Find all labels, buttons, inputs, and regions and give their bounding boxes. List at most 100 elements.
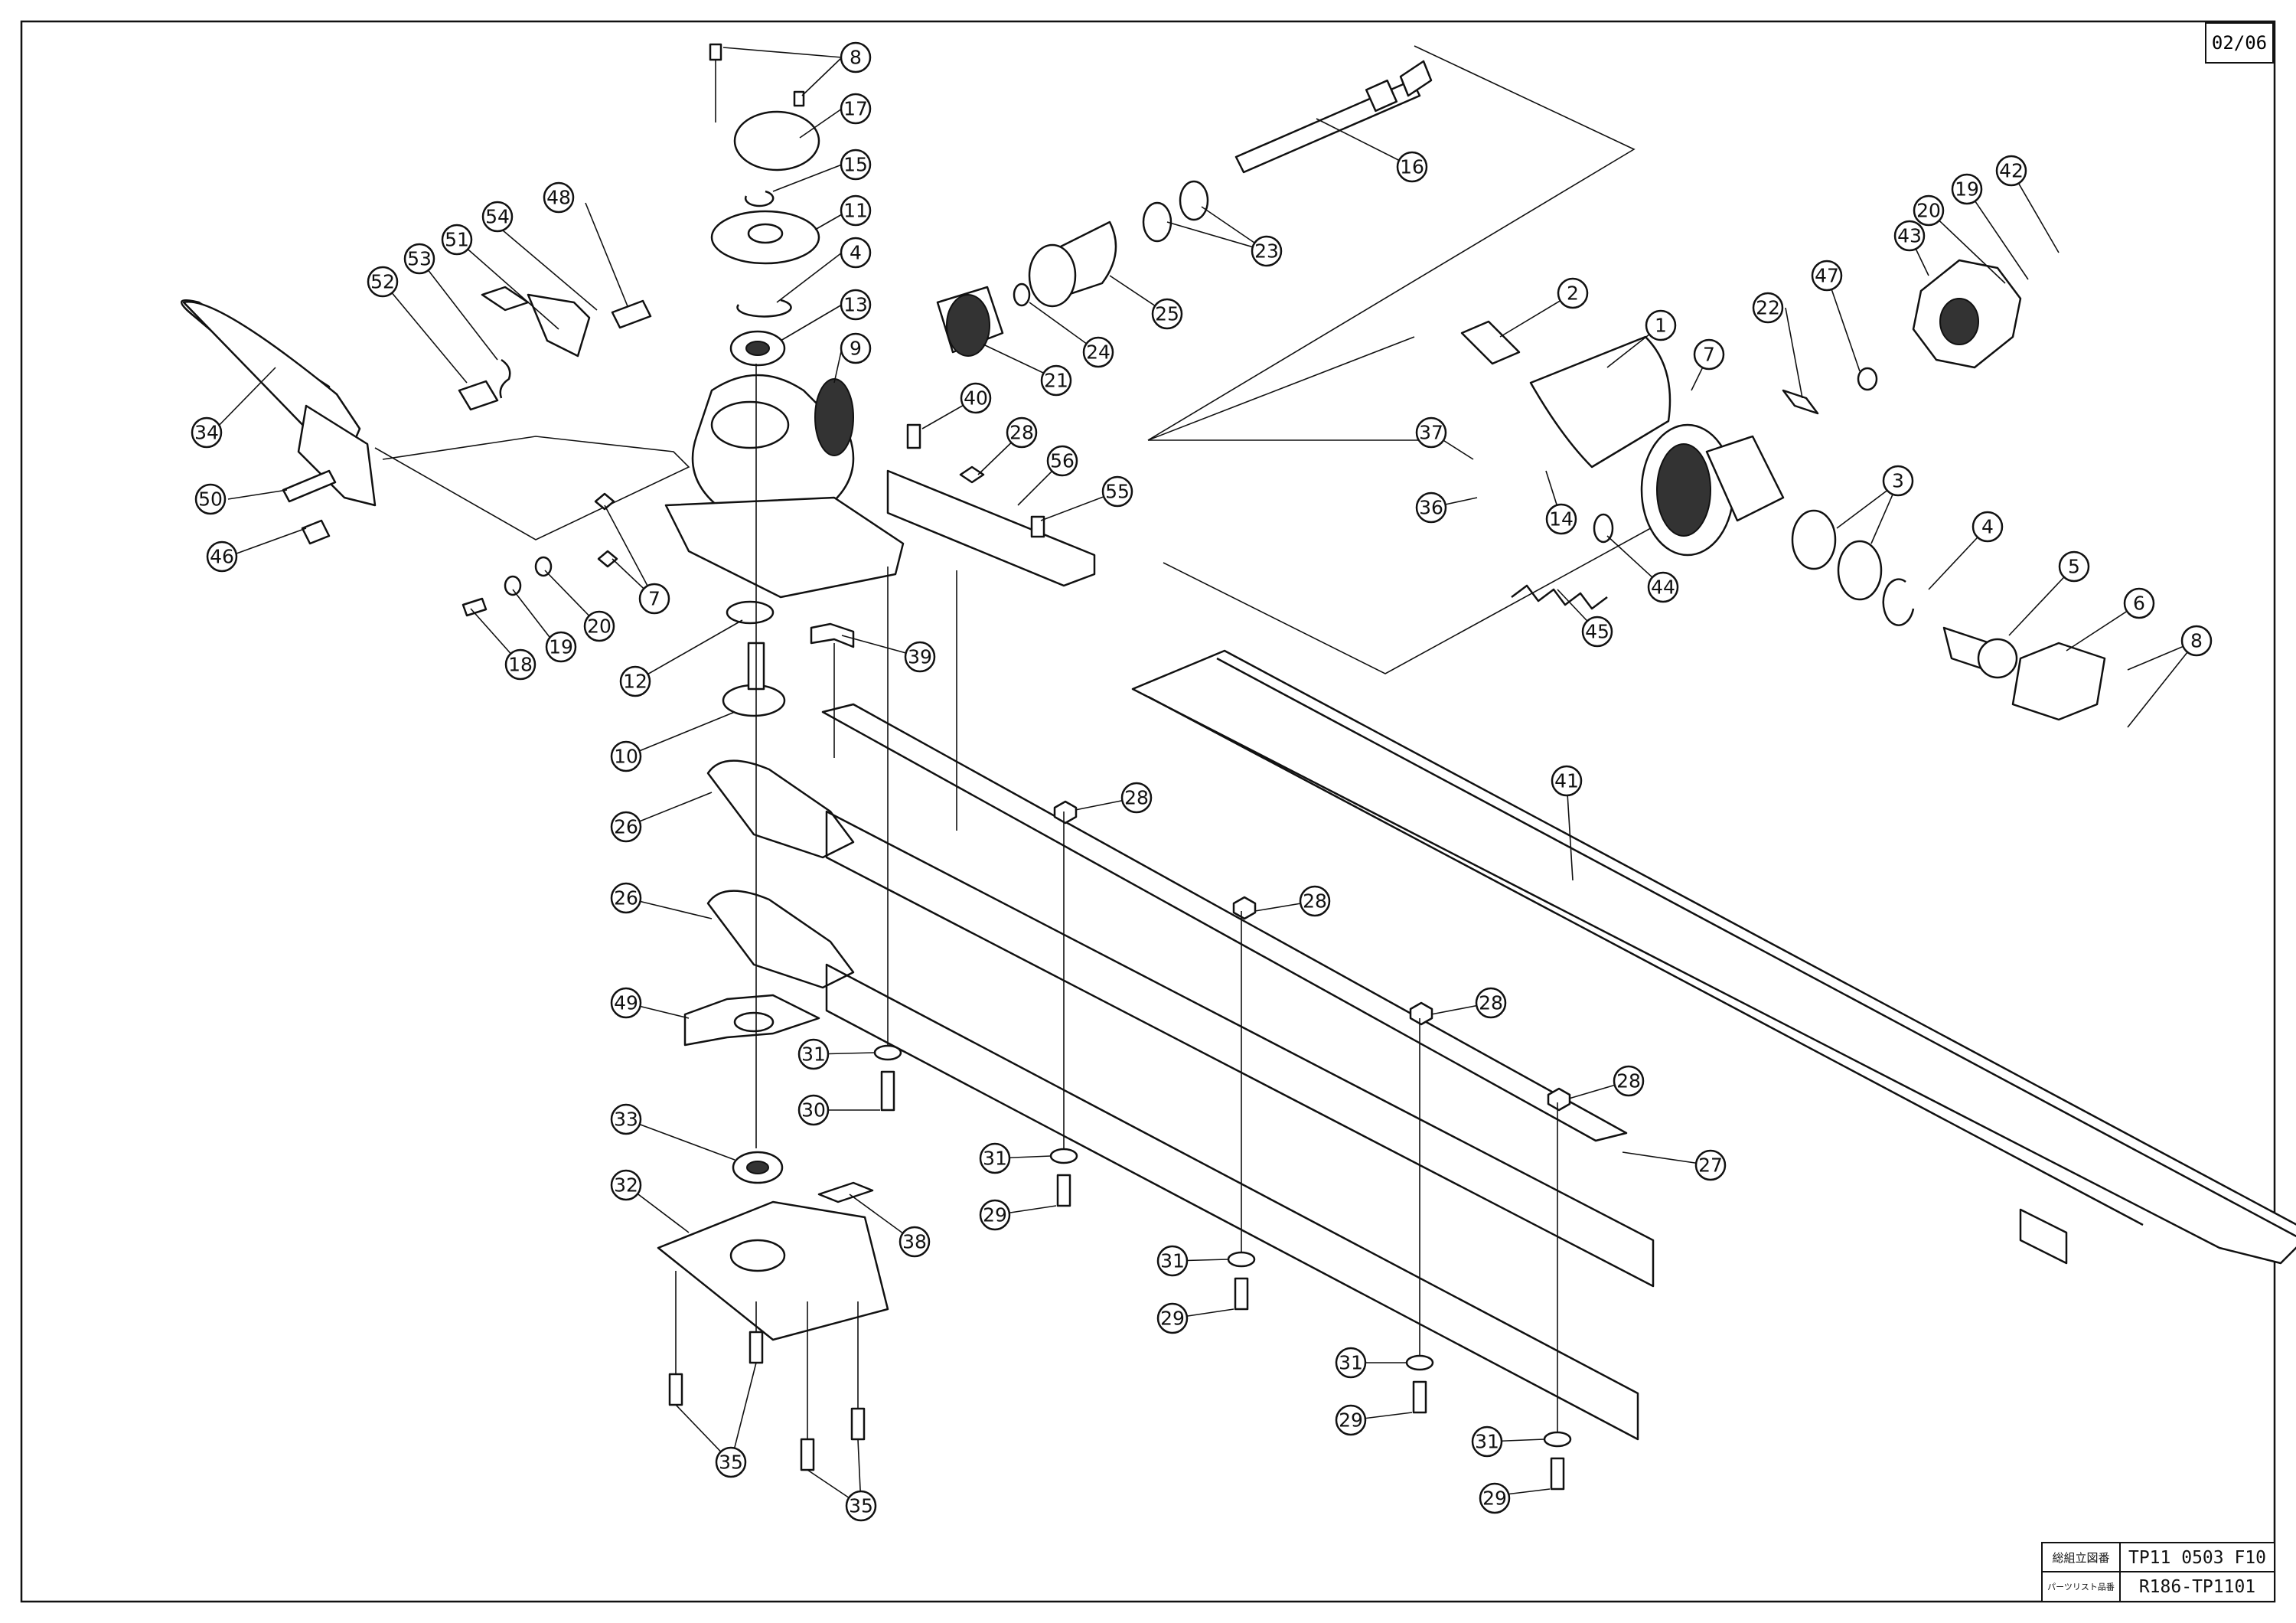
svg-text:28: 28 [1479,992,1503,1014]
svg-text:29: 29 [983,1204,1007,1226]
svg-text:45: 45 [1585,621,1609,643]
page-number: 02/06 [2212,32,2267,54]
svg-text:49: 49 [614,992,638,1014]
svg-text:53: 53 [407,248,432,270]
assembly-number-value: TP11 0503 F10 [2128,1548,2266,1568]
part-geometry [181,43,2296,1491]
callout-3: 3 [1882,465,1914,497]
callout-6: 6 [2123,587,2155,619]
callout-31: 31 [1471,1425,1503,1458]
callout-53: 53 [403,243,435,275]
callout-29: 29 [1156,1302,1189,1334]
callout-31: 31 [979,1142,1011,1174]
callout-11: 11 [840,194,872,227]
callout-40: 40 [960,382,992,414]
callout-26: 26 [610,811,642,843]
svg-text:20: 20 [1916,200,1941,222]
svg-text:50: 50 [198,488,223,511]
callout-43: 43 [1893,220,1926,252]
callout-24: 24 [1082,336,1114,368]
callout-55: 55 [1101,475,1133,508]
drawing-frame [20,20,2276,1603]
callout-31: 31 [797,1038,830,1070]
svg-text:56: 56 [1050,450,1075,472]
callout-8: 8 [2180,625,2213,657]
svg-text:28: 28 [1303,890,1327,913]
svg-text:16: 16 [1400,156,1424,178]
svg-text:14: 14 [1549,508,1574,531]
svg-text:38: 38 [902,1231,927,1253]
svg-text:12: 12 [623,671,647,693]
svg-text:31: 31 [801,1043,826,1066]
svg-text:31: 31 [1339,1352,1363,1374]
callout-35: 35 [845,1490,877,1522]
callout-44: 44 [1647,571,1679,603]
svg-text:13: 13 [843,294,868,316]
svg-text:7: 7 [648,588,660,610]
svg-text:47: 47 [1815,265,1839,287]
svg-text:10: 10 [614,746,638,768]
svg-text:40: 40 [964,387,988,410]
callout-48: 48 [543,181,575,214]
callout-17: 17 [840,93,872,125]
page-number-box: 02/06 [2205,22,2274,64]
callout-29: 29 [979,1199,1011,1231]
callout-7: 7 [638,583,670,615]
callout-31: 31 [1335,1347,1367,1379]
callout-1: 1 [1645,309,1677,341]
callout-4: 4 [840,237,872,269]
svg-text:15: 15 [843,154,868,176]
callout-12: 12 [619,665,651,697]
svg-text:3: 3 [1892,470,1904,492]
svg-text:7: 7 [1703,344,1715,366]
svg-text:35: 35 [719,1452,743,1474]
svg-text:36: 36 [1419,497,1443,519]
callout-41: 41 [1551,765,1583,797]
svg-text:26: 26 [614,816,638,838]
callout-15: 15 [840,149,872,181]
svg-text:24: 24 [1086,341,1110,364]
svg-text:23: 23 [1254,240,1279,263]
callout-54: 54 [481,201,514,233]
svg-text:28: 28 [1009,422,1034,444]
callout-37: 37 [1415,416,1447,449]
svg-text:46: 46 [210,546,234,568]
svg-text:52: 52 [370,271,395,293]
svg-text:29: 29 [1339,1409,1363,1432]
callout-2: 2 [1557,277,1589,309]
callout-31: 31 [1156,1245,1189,1277]
svg-text:5: 5 [2068,556,2080,578]
svg-text:55: 55 [1105,481,1130,503]
callout-29: 29 [1479,1482,1511,1514]
callout-34: 34 [191,416,223,449]
parts-list-label: パーツリスト品番 [2047,1582,2115,1592]
svg-text:51: 51 [445,229,469,251]
svg-text:6: 6 [2133,593,2145,615]
callout-10: 10 [610,740,642,772]
svg-text:8: 8 [850,47,862,69]
svg-text:28: 28 [1124,787,1149,809]
svg-text:17: 17 [843,98,868,120]
callout-22: 22 [1752,292,1784,324]
svg-text:9: 9 [850,338,862,360]
svg-text:21: 21 [1044,370,1068,392]
callout-23: 23 [1251,235,1283,267]
callout-20: 20 [583,610,615,642]
callout-16: 16 [1396,151,1428,183]
assembly-number-label: 総組立図番 [2052,1551,2109,1565]
svg-text:43: 43 [1897,225,1922,247]
callout-28: 28 [1475,987,1507,1019]
callout-28: 28 [1299,885,1331,917]
svg-text:20: 20 [587,616,612,638]
svg-text:34: 34 [194,422,219,444]
svg-text:28: 28 [1616,1070,1641,1092]
callout-14: 14 [1545,503,1577,535]
callout-42: 42 [1995,155,2027,187]
svg-text:33: 33 [614,1109,638,1131]
svg-text:1: 1 [1655,315,1667,337]
svg-text:25: 25 [1155,303,1179,325]
callout-21: 21 [1040,364,1072,397]
svg-text:19: 19 [549,636,573,658]
svg-text:41: 41 [1554,770,1579,792]
callout-9: 9 [840,332,872,364]
